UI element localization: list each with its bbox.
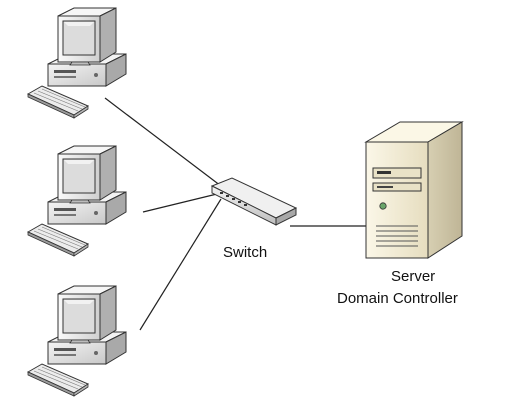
network-switch-icon <box>211 177 297 226</box>
switch-label: Switch <box>223 244 268 261</box>
server-tower-icon <box>364 121 464 259</box>
workstation-3-icon <box>27 285 127 397</box>
link-ws1-switch <box>104 97 222 187</box>
workstation-2-icon <box>27 145 127 257</box>
workstation-1-icon <box>27 7 127 119</box>
server-label-line-2: Domain Controller <box>337 290 458 307</box>
connection-lines <box>104 97 367 331</box>
server-label-line-1: Server <box>391 268 436 285</box>
link-ws3-switch <box>139 198 222 331</box>
link-ws2-switch <box>142 192 222 213</box>
